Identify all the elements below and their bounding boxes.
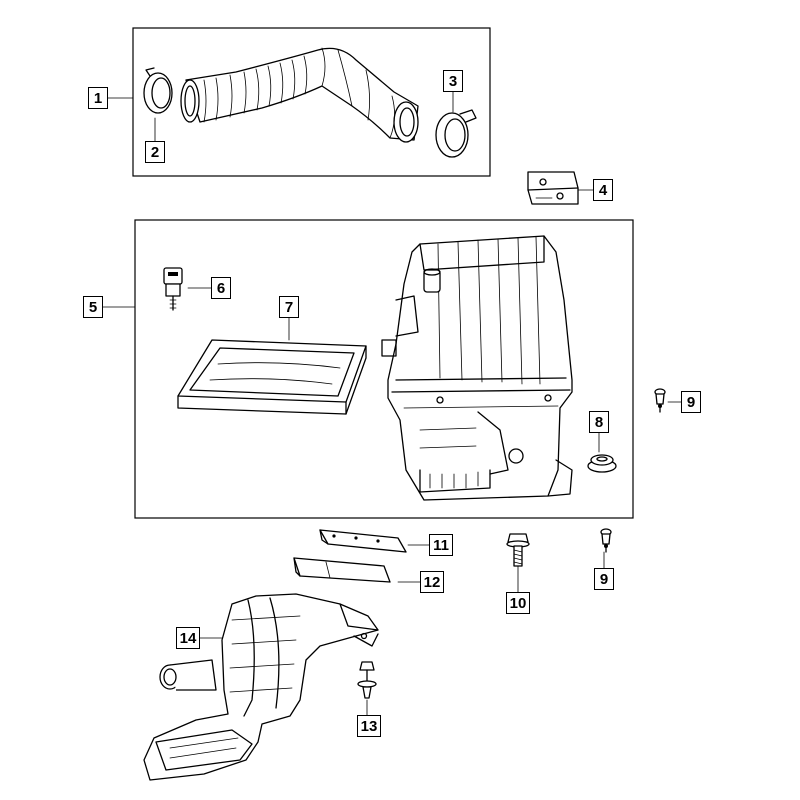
callout-10: 10 xyxy=(506,592,530,614)
air-temp-sensor xyxy=(163,267,183,311)
callout-7: 7 xyxy=(279,296,299,318)
seal-strip-lower xyxy=(293,557,391,583)
callout-1: 1 xyxy=(88,87,108,109)
callout-leaders xyxy=(102,91,682,716)
callout-8: 8 xyxy=(589,411,609,433)
callout-14: 14 xyxy=(176,627,200,649)
air-inlet-hose xyxy=(180,47,419,143)
hose-bracket xyxy=(527,171,579,205)
mounting-bolt xyxy=(506,533,530,567)
callout-2: 2 xyxy=(145,141,165,163)
lower-group-frame xyxy=(134,219,634,519)
callout-5: 5 xyxy=(83,296,103,318)
callout-11: 11 xyxy=(429,534,453,556)
callout-3: 3 xyxy=(443,70,463,92)
seal-strip-upper xyxy=(319,529,407,553)
upper-group-frame xyxy=(132,27,491,177)
callout-12: 12 xyxy=(420,571,444,593)
hose-clamp-large xyxy=(435,109,477,158)
callout-9: 9 xyxy=(681,391,701,413)
push-pin-fastener xyxy=(600,528,612,553)
air-filter-element xyxy=(177,339,367,415)
callout-6: 6 xyxy=(211,277,231,299)
housing-grommet xyxy=(587,454,617,473)
hose-clamp-small xyxy=(143,67,173,114)
push-pin-fastener xyxy=(654,388,666,413)
air-inlet-duct xyxy=(143,593,379,781)
fastener-stud xyxy=(357,661,377,699)
callout-9b: 9 xyxy=(594,568,614,590)
callout-13: 13 xyxy=(357,715,381,737)
callout-4: 4 xyxy=(593,179,613,201)
air-cleaner-housing xyxy=(381,235,573,501)
